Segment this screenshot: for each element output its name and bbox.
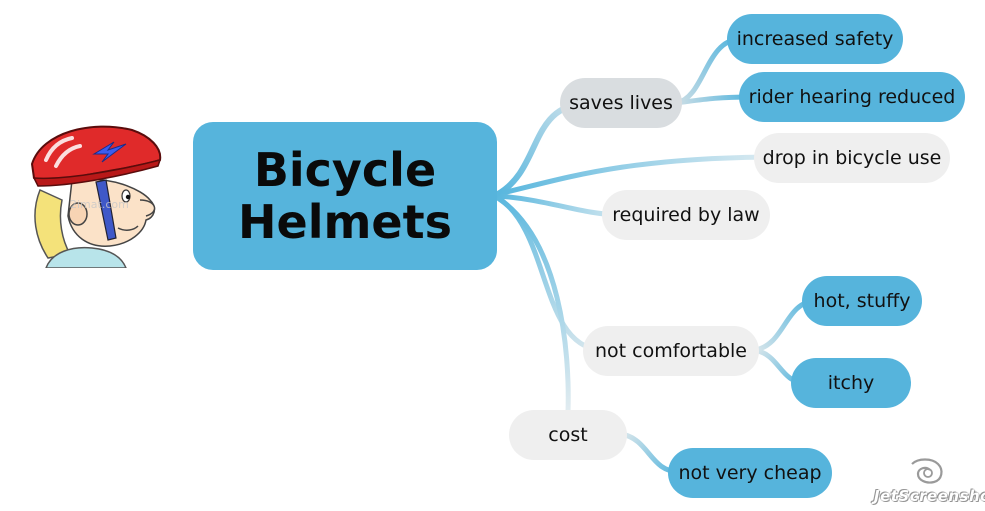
leaf-itchy-label: itchy bbox=[827, 372, 875, 394]
link-drop-in-use bbox=[495, 154, 773, 197]
branch-drop-in-bicycle-use[interactable]: drop in bicycle use bbox=[754, 133, 950, 183]
helmet-kid-icon: 2imat.com bbox=[30, 125, 162, 268]
branch-drop-in-bicycle-use-label: drop in bicycle use bbox=[762, 147, 942, 169]
svg-text:2imat.com: 2imat.com bbox=[70, 198, 129, 211]
leaf-rider-hearing-reduced-label: rider hearing reduced bbox=[748, 86, 956, 108]
leaf-not-very-cheap-label: not very cheap bbox=[678, 462, 822, 484]
branch-cost[interactable]: cost bbox=[509, 410, 627, 460]
leaf-hot-stuffy[interactable]: hot, stuffy bbox=[802, 276, 922, 326]
leaf-itchy[interactable]: itchy bbox=[791, 358, 911, 408]
branch-cost-label: cost bbox=[548, 424, 588, 446]
leaf-increased-safety-label: increased safety bbox=[736, 28, 894, 50]
watermark-text: JetScreenshot bbox=[874, 487, 985, 505]
branch-saves-lives-label: saves lives bbox=[569, 92, 673, 114]
link-cost bbox=[495, 195, 571, 415]
leaf-rider-hearing-reduced[interactable]: rider hearing reduced bbox=[739, 72, 965, 122]
branch-not-comfortable[interactable]: not comfortable bbox=[583, 326, 759, 376]
central-topic-line-1: Bicycle bbox=[253, 143, 437, 197]
leaf-increased-safety[interactable]: increased safety bbox=[727, 14, 903, 64]
branch-saves-lives[interactable]: saves lives bbox=[560, 78, 682, 128]
branch-required-by-law-label: required by law bbox=[612, 204, 760, 226]
branch-required-by-law[interactable]: required by law bbox=[602, 190, 770, 240]
central-topic[interactable]: Bicycle Helmets bbox=[193, 122, 497, 270]
central-topic-line-2: Helmets bbox=[238, 195, 452, 249]
leaf-not-very-cheap[interactable]: not very cheap bbox=[668, 448, 832, 498]
leaf-hot-stuffy-label: hot, stuffy bbox=[813, 290, 911, 312]
camera-swirl-icon bbox=[911, 458, 943, 484]
branch-not-comfortable-label: not comfortable bbox=[595, 340, 747, 362]
